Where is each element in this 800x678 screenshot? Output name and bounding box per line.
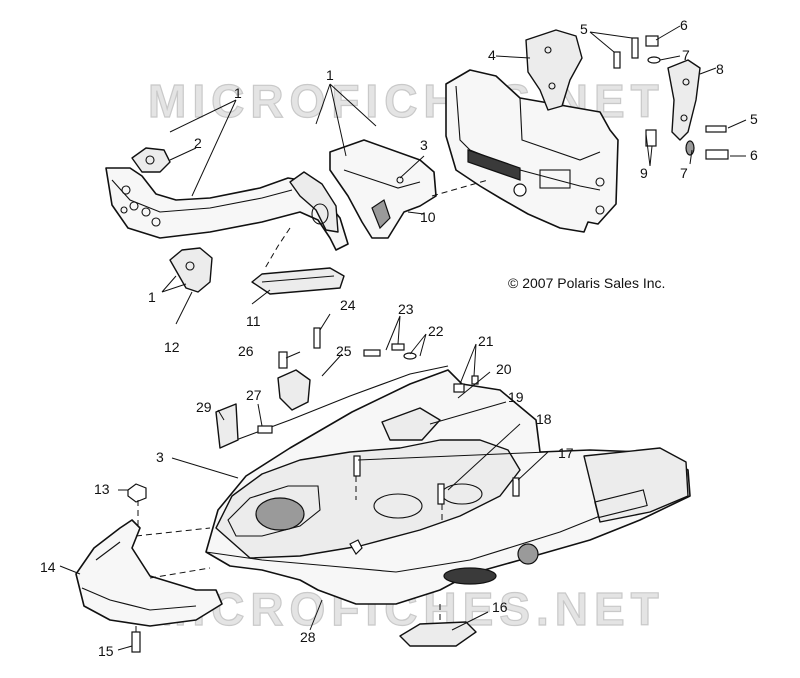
callout-20: 20 [496, 361, 512, 377]
callout-15: 15 [98, 643, 114, 659]
callout-3: 3 [420, 137, 428, 153]
bumper-part-14 [75, 519, 223, 627]
nosepan-assembly [205, 365, 691, 647]
callout-17: 17 [558, 445, 574, 461]
callout-23: 23 [398, 301, 414, 317]
callout-22: 22 [428, 323, 444, 339]
leader-lines [59, 25, 747, 651]
callout-28: 28 [300, 629, 316, 645]
callout-5: 5 [580, 21, 588, 37]
callout-29: 29 [196, 399, 212, 415]
bracket-part-8 [667, 59, 701, 141]
callout-19: 19 [508, 389, 524, 405]
callout-5: 5 [750, 111, 758, 127]
copyright-notice: © 2007 Polaris Sales Inc. [508, 275, 665, 291]
callout-1: 1 [234, 85, 242, 101]
callout-18: 18 [536, 411, 552, 427]
frame-rail-assembly [105, 167, 349, 251]
callout-4: 4 [488, 47, 496, 63]
callout-1: 1 [148, 289, 156, 305]
callout-21: 21 [478, 333, 494, 349]
bracket-part-4 [525, 29, 583, 111]
callout-6: 6 [680, 17, 688, 33]
callout-14: 14 [40, 559, 56, 575]
callout-12: 12 [164, 339, 180, 355]
callout-6: 6 [750, 147, 758, 163]
callout-2: 2 [194, 135, 202, 151]
callout-7: 7 [680, 165, 688, 181]
callout-11: 11 [246, 313, 261, 329]
callout-labels: 1 1 1 2 3 3 4 5 5 6 6 7 7 8 9 10 11 12 1… [40, 17, 758, 659]
callout-7: 7 [682, 47, 690, 63]
callout-27: 27 [246, 387, 262, 403]
bracket-part-12 [169, 247, 213, 293]
watermark-top: MICROFICHES.NET [148, 75, 665, 127]
callout-24: 24 [340, 297, 356, 313]
plate-part-2 [131, 147, 171, 173]
hardware-group-bottom [127, 327, 520, 653]
callout-1: 1 [326, 67, 334, 83]
callout-9: 9 [640, 165, 648, 181]
callout-16: 16 [492, 599, 508, 615]
callout-26: 26 [238, 343, 254, 359]
callout-25: 25 [336, 343, 352, 359]
callout-10: 10 [420, 209, 436, 225]
callout-8: 8 [716, 61, 724, 77]
plate-part-11 [251, 267, 345, 295]
bulkhead-assembly [445, 69, 619, 233]
hardware-group-top [613, 35, 729, 160]
callout-3: 3 [156, 449, 164, 465]
callout-13: 13 [94, 481, 110, 497]
